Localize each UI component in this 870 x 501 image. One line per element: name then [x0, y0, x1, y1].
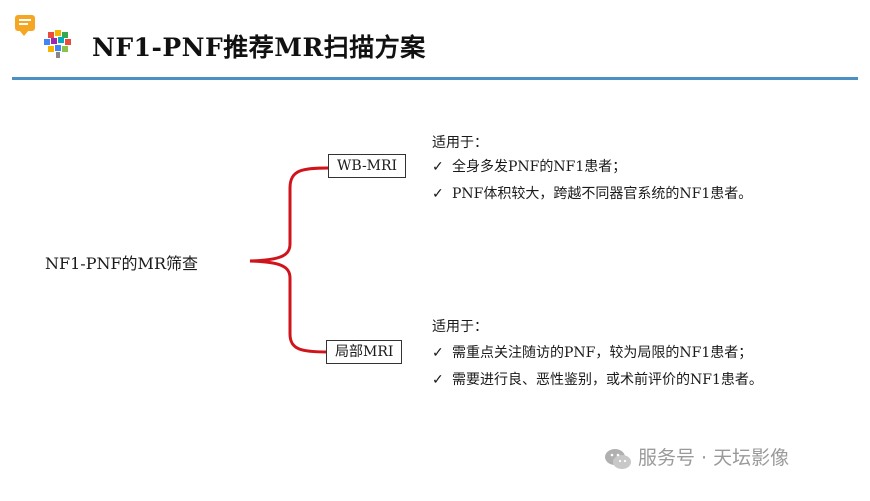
- wechat-icon: [605, 448, 631, 469]
- list-item: ✓全身多发PNF的NF1患者；: [432, 154, 752, 181]
- page-title: NF1-PNF推荐MR扫描方案: [92, 33, 426, 62]
- watermark-text: 服务号 · 天坛影像: [638, 447, 790, 469]
- local-mri-list: ✓需重点关注随访的PNF，较为局限的NF1患者； ✓需要进行良、恶性鉴别，或术前…: [432, 340, 763, 394]
- local-mri-box: 局部MRI: [326, 340, 403, 364]
- list-item: ✓需要进行良、恶性鉴别，或术前评价的NF1患者。: [432, 367, 763, 394]
- wb-mri-list: ✓全身多发PNF的NF1患者； ✓PNF体积较大，跨越不同器官系统的NF1患者。: [432, 154, 752, 208]
- wb-mri-box: WB-MRI: [328, 154, 407, 178]
- check-icon: ✓: [432, 345, 444, 361]
- list-item: ✓PNF体积较大，跨越不同器官系统的NF1患者。: [432, 181, 752, 208]
- red-brace: [249, 166, 330, 354]
- check-icon: ✓: [432, 186, 444, 202]
- list-item: ✓需重点关注随访的PNF，较为局限的NF1患者；: [432, 340, 763, 367]
- chat-icon: [15, 15, 35, 36]
- brain-icon: [44, 30, 71, 58]
- root-label: NF1-PNF的MR筛查: [45, 254, 198, 273]
- local-mri-heading: 适用于：: [432, 319, 488, 335]
- wb-mri-heading: 适用于：: [432, 135, 488, 151]
- watermark: 服务号 · 天坛影像: [604, 443, 789, 471]
- check-icon: ✓: [432, 159, 444, 175]
- check-icon: ✓: [432, 372, 444, 388]
- title-divider: [12, 77, 858, 80]
